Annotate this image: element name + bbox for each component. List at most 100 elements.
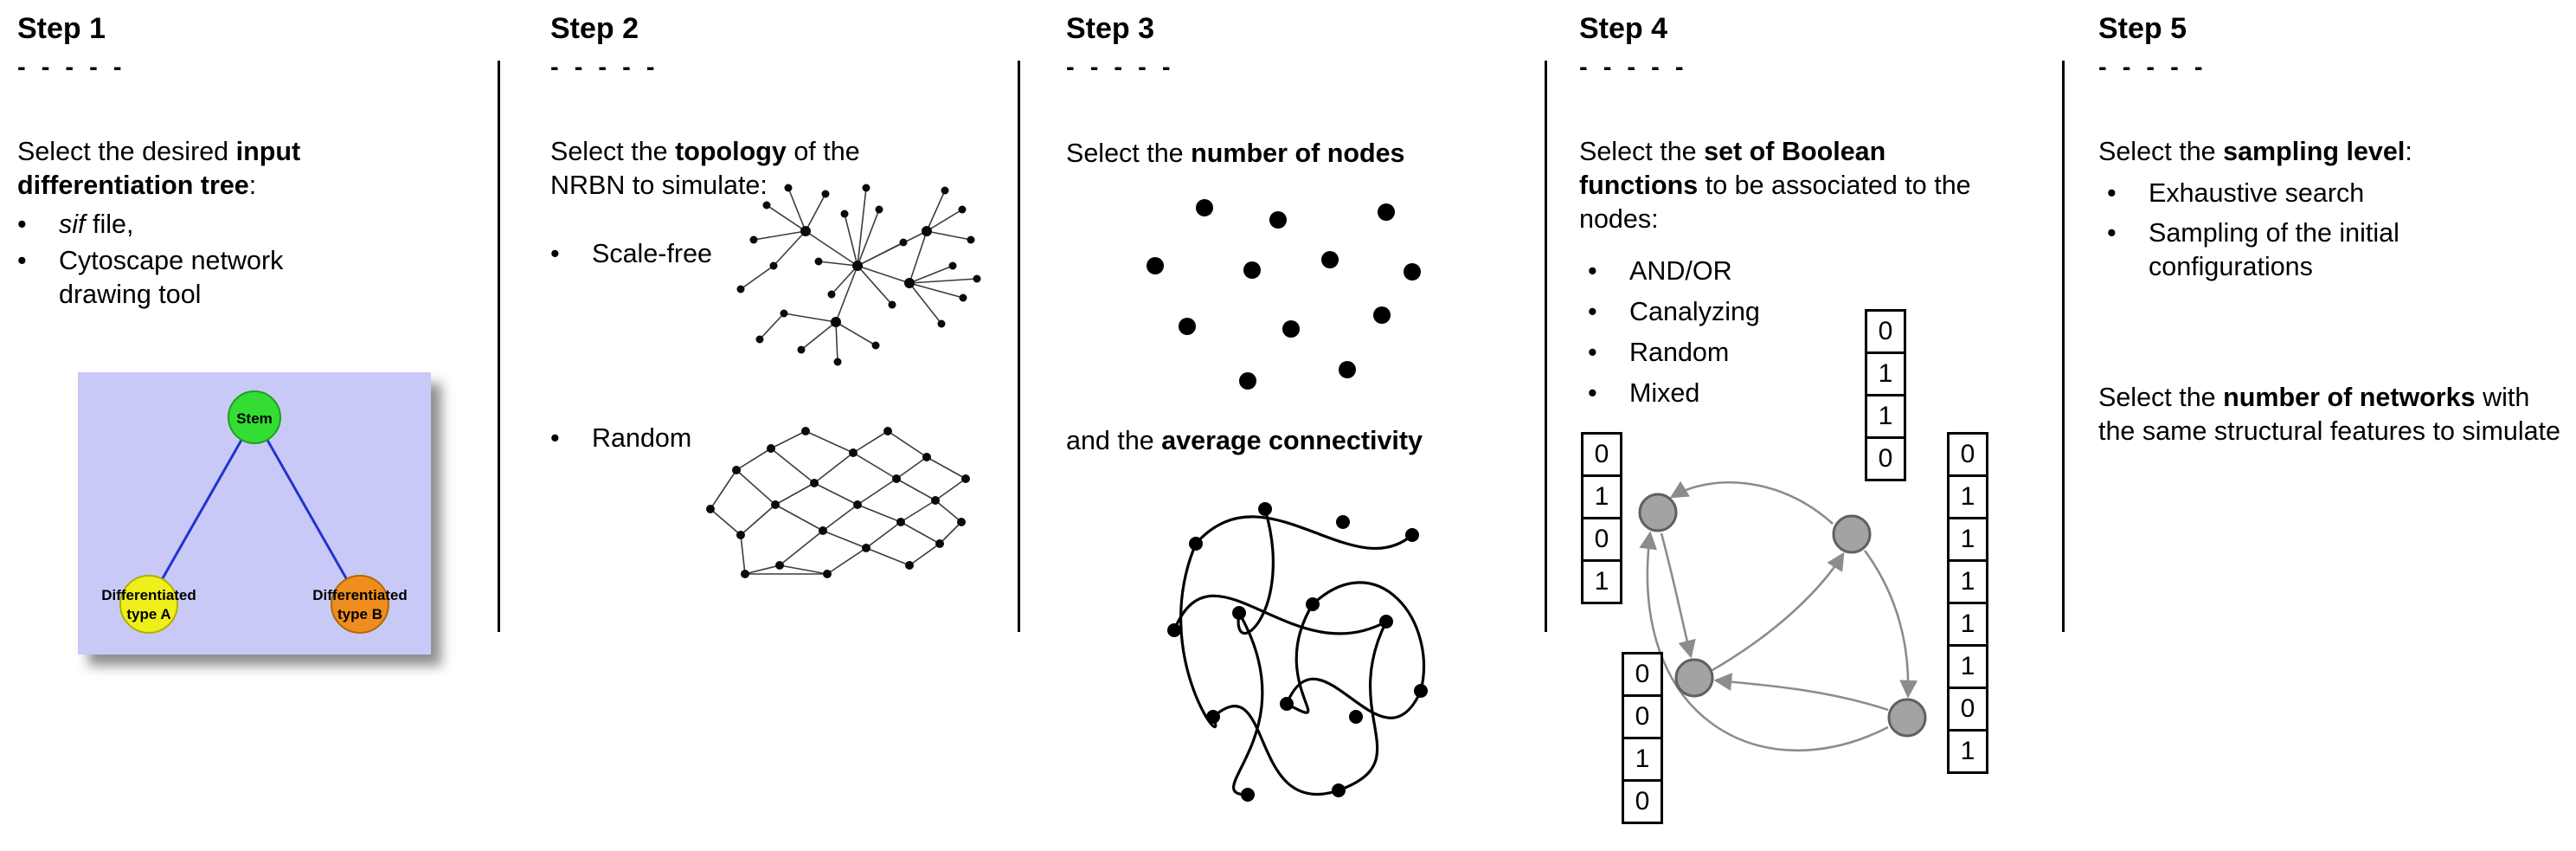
step-3-nodes-text: Select the number of nodes bbox=[1066, 137, 1516, 171]
step1-bullet-cytoscape: • Cytoscape network drawing tool bbox=[17, 244, 329, 312]
scale-free-network-nodes bbox=[736, 184, 981, 366]
bullet-text: Cytoscape network drawing tool bbox=[59, 246, 284, 309]
boolean-network-svg bbox=[1638, 480, 1927, 752]
step4-bullet-random: • Random bbox=[1588, 336, 1934, 370]
text-segment: Select the desired bbox=[17, 137, 236, 166]
truth-table-cell: 1 bbox=[1947, 474, 1988, 519]
boolean-network-nodes bbox=[1638, 493, 1927, 738]
truth-table-cell: 1 bbox=[1581, 559, 1622, 604]
step4-bullet-canalyzing: • Canalyzing bbox=[1588, 295, 1934, 329]
text-segment-bold: sampling level bbox=[2223, 137, 2406, 166]
truth-table-cell: 1 bbox=[1581, 474, 1622, 519]
type-b-node bbox=[331, 575, 389, 634]
truth-table-cell: 1 bbox=[1865, 351, 1906, 396]
text-segment-bold: input differentiation tree bbox=[17, 137, 301, 200]
boolean-network-edges bbox=[1639, 480, 1918, 752]
truth-table-cell: 0 bbox=[1865, 309, 1906, 354]
step-1-dashes: - - - - - bbox=[17, 54, 126, 81]
scattered-nodes-dots bbox=[1147, 199, 1421, 390]
step-1-title: Step 1 bbox=[17, 12, 106, 45]
truth-table-cell: 1 bbox=[1947, 729, 1988, 774]
column-divider-4 bbox=[2062, 61, 2065, 632]
text-segment: Select the bbox=[1066, 139, 1192, 168]
step-4-column: Step 4 - - - - - Select the set of Boole… bbox=[1579, 0, 2064, 851]
step-3-column: Step 3 - - - - - Select the number of no… bbox=[1066, 0, 1533, 851]
scale-free-network-image bbox=[715, 166, 1000, 387]
text-segment: file, bbox=[85, 210, 134, 239]
tangled-network-nodes bbox=[1167, 502, 1428, 802]
truth-table-cell: 1 bbox=[1947, 644, 1988, 689]
step-5-dashes: - - - - - bbox=[2098, 54, 2207, 81]
step2-bullet-scale-free: • Scale-free bbox=[550, 237, 810, 271]
step-4-title: Step 4 bbox=[1579, 12, 1668, 45]
step-5-title: Step 5 bbox=[2098, 12, 2187, 45]
bullet-text: AND/OR bbox=[1629, 256, 1732, 286]
step5-bullet-sampling: • Sampling of the initial configurations bbox=[2107, 216, 2470, 284]
bullet-icon: • bbox=[1588, 297, 1597, 326]
bullet-text: Random bbox=[1629, 338, 1730, 367]
bullet-text: Mixed bbox=[1629, 378, 1700, 408]
text-segment-italic: sif bbox=[59, 210, 86, 239]
text-segment: : bbox=[2405, 137, 2412, 166]
column-divider-1 bbox=[498, 61, 500, 632]
step1-bullet-sif-file: • sif file, bbox=[17, 208, 433, 242]
text-segment: Select the bbox=[2098, 137, 2224, 166]
step-5-column: Step 5 - - - - - Select the sampling lev… bbox=[2098, 0, 2573, 851]
step5-bullet-exhaustive: • Exhaustive search bbox=[2107, 177, 2505, 210]
type-a-label-line1: Differentiated bbox=[101, 587, 196, 603]
truth-table-cell: 0 bbox=[1947, 687, 1988, 732]
stem-label: Stem bbox=[236, 410, 273, 427]
type-a-node bbox=[119, 575, 178, 634]
text-segment-bold: topology bbox=[675, 137, 787, 166]
random-network-nodes bbox=[706, 427, 970, 578]
text-segment: : bbox=[248, 171, 257, 200]
step-1-intro: Select the desired input differentiation… bbox=[17, 135, 415, 203]
text-segment: with the same structural features to sim… bbox=[2098, 383, 2560, 446]
truth-table-cell: 1 bbox=[1947, 602, 1988, 647]
text-segment-bold: number of networks bbox=[2223, 383, 2476, 412]
step4-bullet-mixed: • Mixed bbox=[1588, 377, 1934, 410]
text-segment: Select the bbox=[1579, 137, 1705, 166]
bullet-text: Sampling of the initial configurations bbox=[2149, 218, 2399, 281]
truth-table-cell: 0 bbox=[1865, 436, 1906, 481]
bullet-icon: • bbox=[550, 239, 560, 268]
tangled-network-image bbox=[1135, 474, 1455, 838]
tree-edge-to-type-b bbox=[253, 416, 362, 603]
step-4-intro: Select the set of Boolean functions to b… bbox=[1579, 135, 1986, 236]
text-segment: to be associated to the nodes: bbox=[1579, 171, 1971, 234]
truth-table-cell: 1 bbox=[1865, 394, 1906, 439]
bullet-icon: • bbox=[1588, 338, 1597, 367]
step-5-intro: Select the sampling level: bbox=[2098, 135, 2566, 169]
truth-table-cell: 0 bbox=[1622, 652, 1663, 697]
step2-bullet-random: • Random bbox=[550, 422, 810, 455]
column-divider-3 bbox=[1545, 61, 1547, 632]
text-segment: and the bbox=[1066, 426, 1162, 455]
bullet-icon: • bbox=[17, 246, 27, 275]
text-segment-bold: number of nodes bbox=[1191, 139, 1405, 168]
truth-table-cell: 0 bbox=[1947, 432, 1988, 477]
step-3-title: Step 3 bbox=[1066, 12, 1155, 45]
truth-table-cell: 1 bbox=[1622, 737, 1663, 782]
bullet-icon: • bbox=[1588, 378, 1597, 408]
text-segment-bold: average connectivity bbox=[1161, 426, 1423, 455]
step-2-title: Step 2 bbox=[550, 12, 639, 45]
boolean-node-1 bbox=[1638, 493, 1678, 532]
truth-table-cell: 0 bbox=[1622, 779, 1663, 824]
text-segment: Select the bbox=[550, 137, 676, 166]
step-2-intro: Select the topology of the NRBN to simul… bbox=[550, 135, 914, 203]
bullet-icon: • bbox=[2107, 218, 2117, 248]
step-3-connectivity-text: and the average connectivity bbox=[1066, 424, 1516, 458]
truth-table-cell: 1 bbox=[1947, 559, 1988, 604]
step-4-dashes: - - - - - bbox=[1579, 54, 1688, 81]
random-network-image bbox=[697, 405, 987, 596]
truth-table-cell: 0 bbox=[1622, 694, 1663, 739]
type-b-label-line1: Differentiated bbox=[312, 587, 408, 603]
boolean-node-3 bbox=[1674, 658, 1714, 698]
bullet-text: sif file, bbox=[59, 208, 433, 242]
step-2-column: Step 2 - - - - - Select the topology of … bbox=[550, 0, 1009, 851]
text-segment: of the NRBN to simulate: bbox=[550, 137, 860, 200]
bullet-icon: • bbox=[2107, 178, 2117, 208]
